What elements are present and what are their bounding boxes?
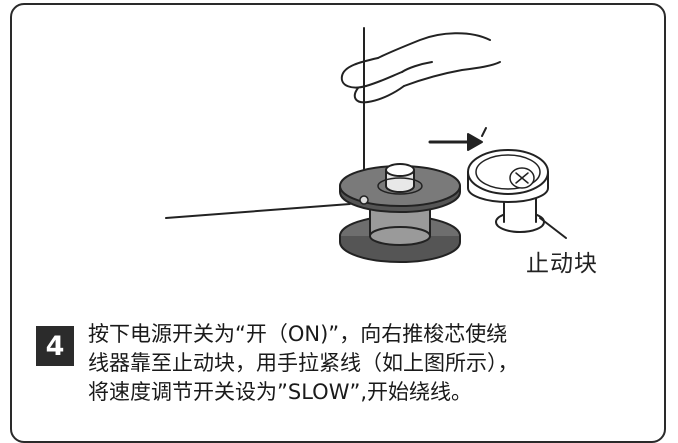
instruction-line: 按下电源开关为“开（ON)”，向右推梭芯使绕 bbox=[88, 322, 508, 346]
step-instructions: 按下电源开关为“开（ON)”，向右推梭芯使绕 线器靠至止动块，用手拉紧线（如上图… bbox=[88, 320, 668, 407]
bobbin-icon bbox=[339, 163, 461, 263]
thread-horizontal bbox=[165, 203, 351, 219]
stopper-icon bbox=[467, 149, 549, 233]
hand-icon bbox=[340, 32, 501, 104]
label-leader-line bbox=[539, 217, 567, 239]
bobbin-winding-illustration bbox=[165, 27, 567, 263]
instruction-line: 将速度调节开关设为”SLOW”,开始绕线。 bbox=[88, 380, 473, 404]
instruction-line: 线器靠至止动块，用手拉紧线（如上图所示）， bbox=[88, 351, 519, 375]
arrow-right-icon bbox=[428, 133, 483, 151]
step-number-badge: 4 bbox=[36, 326, 74, 366]
stopper-label: 止动块 bbox=[526, 251, 598, 277]
